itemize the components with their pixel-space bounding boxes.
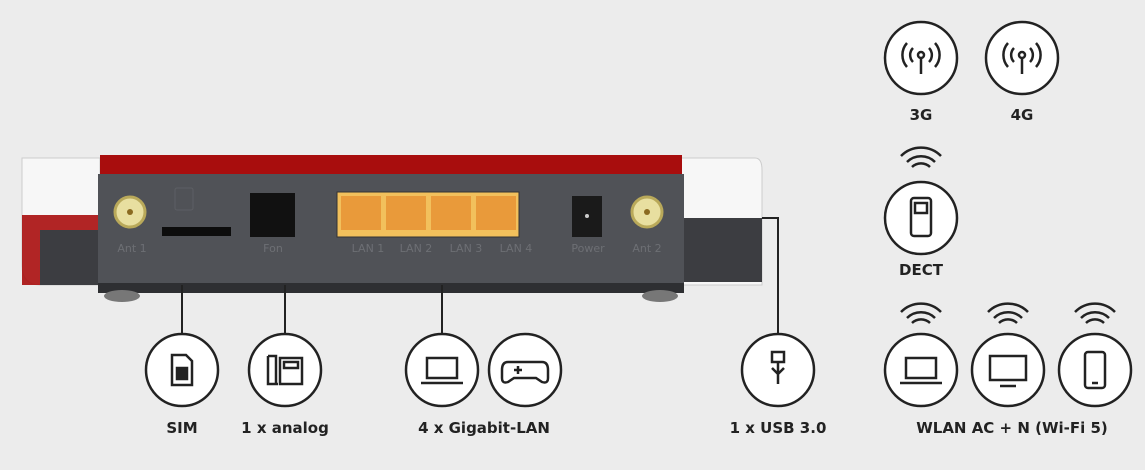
port-label-power: Power	[571, 242, 605, 255]
label-wlan: WLAN AC + N (Wi-Fi 5)	[916, 419, 1108, 437]
wlan-tv-icon	[970, 332, 1046, 408]
wlan-phone-icon	[1057, 332, 1133, 408]
wlan-laptop-icon	[883, 332, 959, 408]
label-3g: 3G	[909, 106, 933, 124]
port-label-ant1: Ant 1	[117, 242, 147, 255]
wifi-icon	[986, 302, 1030, 325]
port-label-fon: Fon	[263, 242, 283, 255]
label-4g: 4G	[1010, 106, 1034, 124]
port-label-ant2: Ant 2	[632, 242, 662, 255]
label-analog: 1 x analog	[241, 419, 329, 437]
wifi-icon	[899, 302, 943, 325]
connector-lines	[181, 217, 779, 333]
gamepad-icon	[487, 332, 563, 408]
wifi-icon	[1073, 302, 1117, 325]
red-top	[100, 155, 682, 175]
label-usb: 1 x USB 3.0	[729, 419, 827, 437]
dect-phone-icon	[883, 180, 959, 256]
wifi-icon	[899, 146, 943, 169]
label-lan: 4 x Gigabit-LAN	[418, 419, 550, 437]
sim-slot	[162, 227, 231, 236]
fon-port	[250, 193, 295, 237]
port-label-lan2: LAN 2	[399, 242, 433, 255]
port-label-lan3: LAN 3	[449, 242, 483, 255]
analog-phone-icon	[247, 332, 323, 408]
label-dect: DECT	[899, 261, 943, 279]
port-label-lan4: LAN 4	[499, 242, 533, 255]
port-label-lan1: LAN 1	[351, 242, 385, 255]
laptop-icon	[404, 332, 480, 408]
label-sim: SIM	[166, 419, 198, 437]
